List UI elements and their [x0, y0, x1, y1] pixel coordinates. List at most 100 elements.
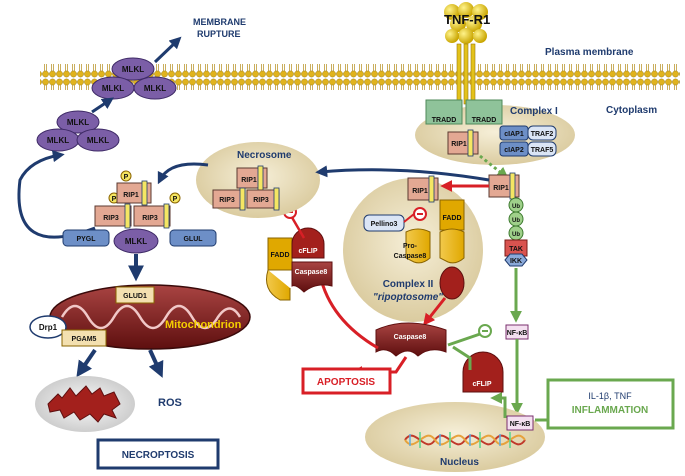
necrosome-title: Necrosome [237, 150, 292, 161]
complex-1-rip1-stripe [467, 129, 474, 157]
mlkl-to-rupture-arrow [153, 36, 182, 64]
mlkl-middle-2-label: MLKL [144, 84, 166, 93]
mito-to-ros-arrow [148, 349, 164, 378]
procaspase-label-1: Pro- [403, 243, 418, 250]
cytoplasm-label: Cytoplasm [606, 105, 657, 116]
tradd-2-label: TRADD [472, 117, 497, 124]
apoptosis-box [301, 367, 392, 395]
complex-to-mlkl-arrow [17, 150, 96, 239]
inflammation-label: INFLAMMATION [572, 405, 648, 416]
necrotic-cell [47, 385, 121, 423]
caspase8-active [375, 322, 447, 357]
tradd-1 [425, 99, 463, 125]
pgam5 [61, 329, 107, 347]
inhibit-caspase-line [447, 331, 484, 347]
ub-3-label: Ub [512, 232, 520, 238]
complex-2-rip1-label: RIP1 [412, 188, 428, 195]
mlkl-middle-1-label: MLKL [102, 84, 124, 93]
left-rip1-stripe [141, 180, 148, 206]
left-rip3-stripe-a [124, 203, 131, 229]
nfkb-to-cflip-arrow [490, 392, 507, 418]
pellino3-label: Pellino3 [371, 221, 398, 228]
rip1-ub-stripe [509, 172, 516, 200]
complex-2-fadd-label: FADD [442, 215, 461, 222]
cflip-nuclear-label: cFLIP [472, 381, 491, 388]
ciap2-label: cIAP2 [504, 147, 524, 154]
left-rip3-stripe-b [163, 203, 170, 229]
ciap1-label: cIAP1 [504, 131, 524, 138]
tnf-r1-label: TNF-R1 [444, 12, 490, 27]
drp1 [29, 315, 67, 339]
mlkl-top [111, 57, 155, 81]
pellino3-inhibit-line [403, 213, 415, 223]
traf2-label: TRAF2 [531, 131, 554, 138]
inflammation-box [546, 378, 675, 430]
complex-1-rip1-label: RIP1 [451, 141, 467, 148]
mid-caspase8-label: Caspase8 [295, 269, 328, 276]
mlkl-left-bottom-1-label: MLKL [47, 136, 69, 145]
tnf-r1-receptor [456, 43, 476, 105]
mlkl-left-bottom-2 [76, 128, 120, 152]
phospho-3 [169, 192, 181, 204]
tnf-ligand-trimer [444, 2, 488, 44]
ikk-label: IKK [510, 258, 522, 265]
complex-1-title: Complex I [510, 106, 558, 117]
necrosome-rip3-stripe-b [273, 187, 280, 211]
complex-2-fadd [439, 199, 465, 231]
membrane-rupture-label-1: MEMBRANE [193, 17, 246, 27]
nfkb-nuclear [506, 415, 534, 431]
phospho-3-label: P [173, 196, 178, 203]
left-rip1-label: RIP1 [123, 192, 139, 199]
nfkb-cyto-label: NF-κB [507, 330, 528, 337]
mlkl-left-top-label: MLKL [67, 118, 89, 127]
traf2 [527, 125, 557, 141]
procaspase8-a [439, 228, 465, 264]
necroptosis-label: NECROPTOSIS [122, 450, 195, 461]
glul [169, 229, 217, 247]
tradd-2 [465, 99, 503, 125]
cflip-nuclear [462, 351, 504, 393]
nfkb-nuclear-label: NF-κB [510, 421, 531, 428]
left-mlkl [113, 228, 159, 254]
glud1-label: GLUD1 [123, 293, 147, 300]
apoptosis-label: APOPTOSIS [317, 377, 375, 388]
traf5 [527, 141, 557, 157]
complex2-to-caspase-arrow [423, 297, 447, 326]
left-rip3-a-label: RIP3 [103, 215, 119, 222]
mid-fadd-label: FADD [270, 252, 289, 259]
traf5-label: TRAF5 [531, 147, 554, 154]
cflip-to-caspase-line [452, 345, 472, 370]
mlkl-left-bottom-2-label: MLKL [87, 136, 109, 145]
procaspase-label-2: Caspase8 [394, 253, 427, 260]
left-rip3-a [94, 205, 132, 227]
necrosome-rip3-b-label: RIP3 [253, 197, 269, 204]
ub-2-label: Ub [512, 218, 520, 224]
glul-label: GLUL [183, 236, 203, 243]
ub-1-label: Ub [512, 204, 520, 210]
mid-cflip [291, 227, 325, 259]
mlkl-left-top [56, 110, 100, 134]
dna-helix [404, 432, 526, 448]
left-rip3-b-label: RIP3 [142, 215, 158, 222]
plasma-membrane-label: Plasma membrane [545, 47, 634, 58]
complex-2-subtitle: "ripoptosome" [373, 292, 443, 303]
mid-caspase8 [291, 261, 333, 293]
tak-label: TAK [509, 246, 523, 253]
mito-to-necrosis-arrow [76, 348, 97, 378]
drp1-label: Drp1 [39, 323, 58, 332]
mid-procaspase [266, 269, 291, 301]
pygl-label: PYGL [76, 236, 96, 243]
phospho-1-label: P [124, 174, 129, 181]
nucleus-label: Nucleus [440, 457, 479, 468]
necrosome-rip3-stripe-a [239, 187, 246, 211]
necrosome-rip1-label: RIP1 [241, 177, 257, 184]
left-mlkl-label: MLKL [125, 237, 147, 246]
mid-cflip-label: cFLIP [298, 248, 317, 255]
glud1 [115, 286, 155, 304]
mlkl-top-label: MLKL [122, 65, 144, 74]
necrosome-rip1-stripe [257, 165, 264, 191]
inflammation-cytokines: IL-1β, TNF [588, 391, 632, 401]
pygl [62, 229, 110, 247]
rip1-ub-label: RIP1 [493, 185, 509, 192]
